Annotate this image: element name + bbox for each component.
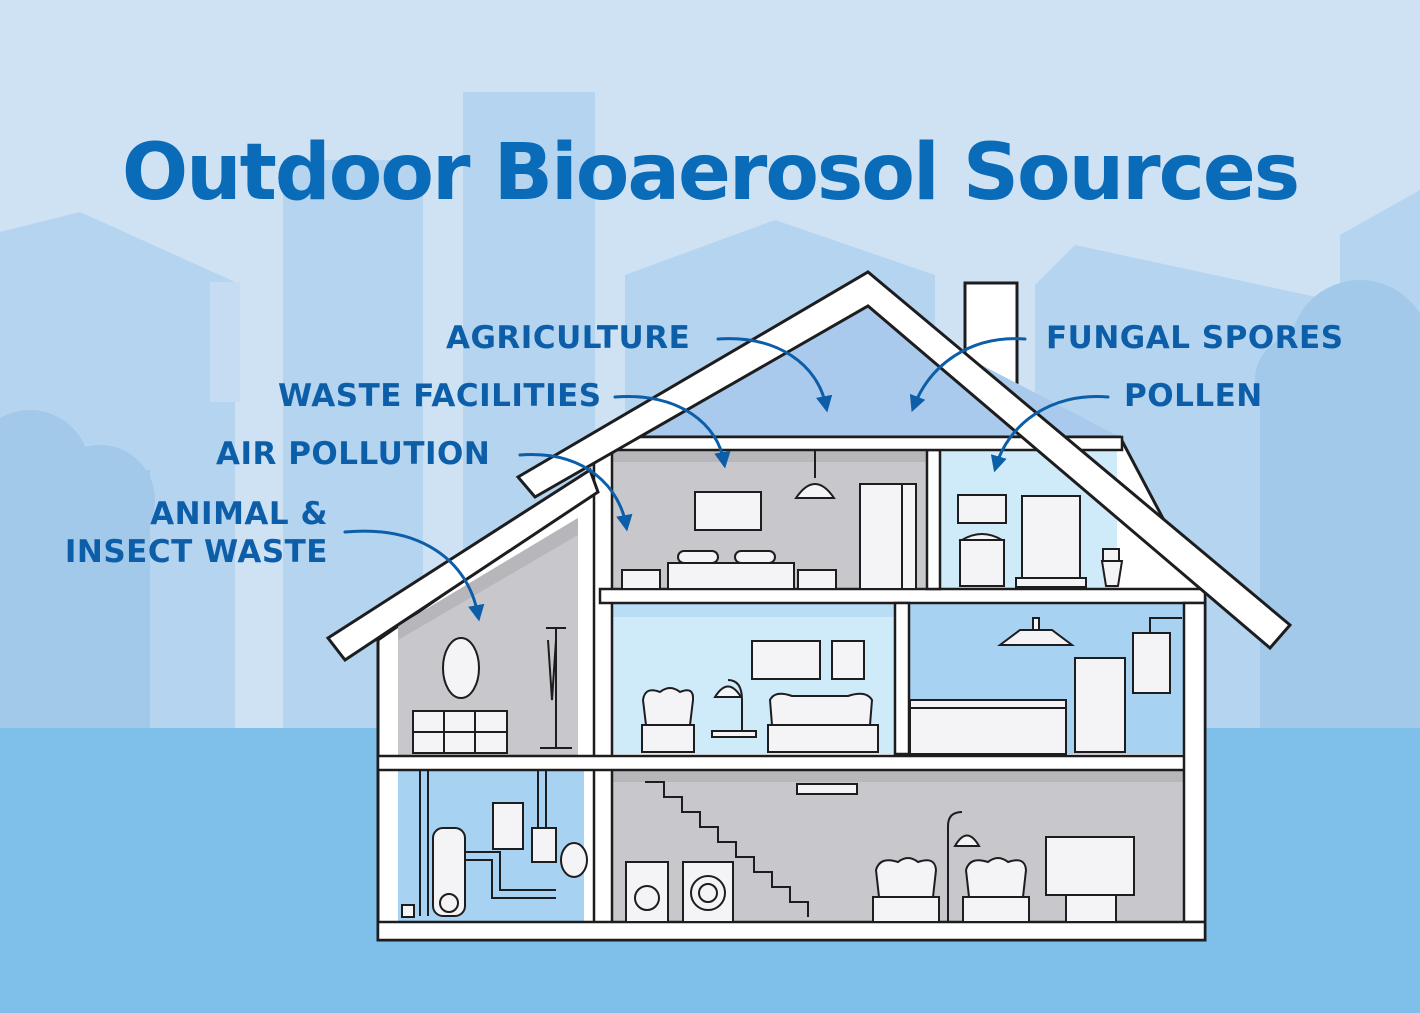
background-trees [0,280,1420,760]
arrow-agriculture [716,337,833,413]
arrow-pollen [990,395,1110,473]
label-animal-insect-waste: ANIMAL & INSECT WASTE [60,495,328,571]
house [325,270,1293,942]
label-arrows [343,337,1110,622]
arrow-fungal-spores [909,337,1027,413]
arrow-animal-insect-waste [343,529,485,622]
arrow-waste-facilities [613,395,731,469]
label-fungal-spores: FUNGAL SPORES [1046,320,1344,356]
label-animal-insect-waste-line2: INSECT WASTE [64,534,328,570]
staircase [645,781,809,917]
label-agriculture: AGRICULTURE [446,320,691,356]
hallway-room [398,518,578,756]
left-roof [325,467,600,663]
arrow-air-pollution [518,453,633,532]
main-roof [515,270,1293,651]
label-animal-insect-waste-line1: ANIMAL & [150,496,328,532]
furniture [401,450,1182,923]
label-air-pollution: AIR POLLUTION [216,436,491,472]
page-title: Outdoor Bioaerosol Sources [121,128,1300,218]
label-waste-facilities: WASTE FACILITIES [278,378,602,414]
label-pollen: POLLEN [1124,378,1263,414]
